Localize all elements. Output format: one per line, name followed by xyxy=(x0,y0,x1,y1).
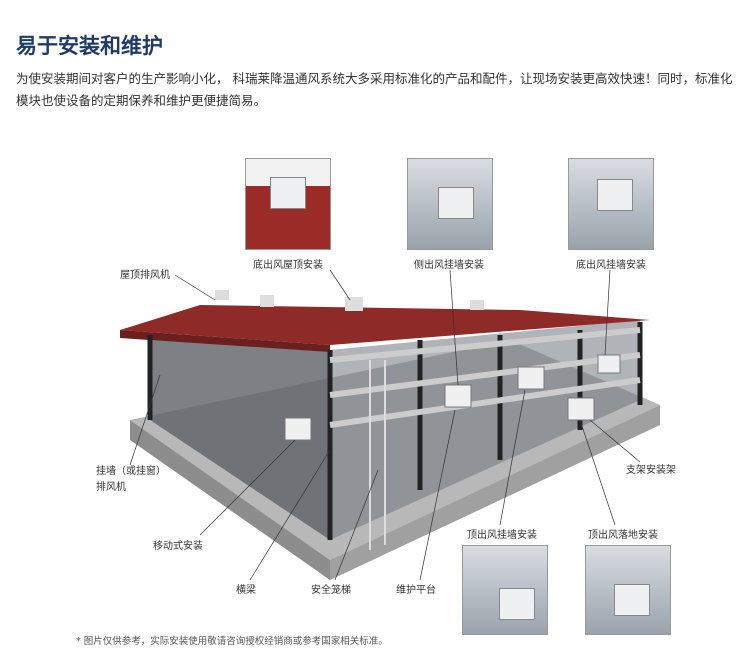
label-wall-fan-1: 挂墙（或挂窗） xyxy=(96,466,166,477)
photo-top-wall-install xyxy=(462,545,548,635)
disclaimer-note: * 图片仅供参考，实际安装使用敬请咨询授权经销商或参考国家相关标准。 xyxy=(76,636,388,647)
label-wall-fan-2: 排风机 xyxy=(96,482,126,493)
label-roof-fan: 屋顶排风机 xyxy=(120,270,170,281)
label-safety-ladder: 安全笼梯 xyxy=(311,585,351,596)
photo-bottom-wall-install xyxy=(568,158,654,250)
photo-side-wall-install xyxy=(407,158,493,250)
label-beam: 横梁 xyxy=(236,585,256,596)
label-bottom-wall-install: 底出风挂墙安装 xyxy=(576,260,646,271)
intro-paragraph: 为使安装期间对客户的生产影响小化， 科瑞莱降温通风系统大多采用标准化的产品和配件… xyxy=(16,71,733,108)
label-side-wall-install: 侧出风挂墙安装 xyxy=(414,260,484,271)
photo-top-floor-install xyxy=(585,545,671,635)
label-platform: 维护平台 xyxy=(396,585,436,596)
label-top-wall-install: 顶出风挂墙安装 xyxy=(467,530,537,541)
label-top-floor-install: 顶出风落地安装 xyxy=(588,530,658,541)
page-title: 易于安装和维护 xyxy=(16,34,163,58)
label-bracket: 支架安装架 xyxy=(626,465,676,476)
label-mobile-install: 移动式安装 xyxy=(153,541,203,552)
label-roof-bottom-install: 底出风屋顶安装 xyxy=(253,260,323,271)
photo-roof-bottom-install xyxy=(245,158,331,250)
